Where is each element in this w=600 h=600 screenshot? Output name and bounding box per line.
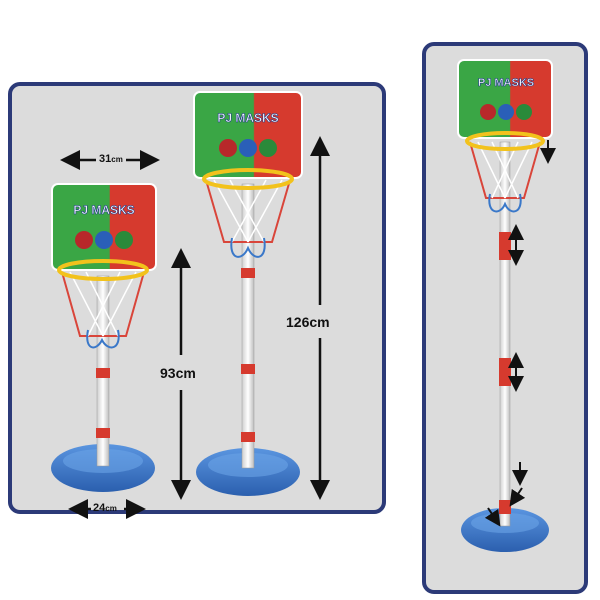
extended-hoop-backboard [457, 59, 553, 139]
height-max-label: 126cm [286, 314, 330, 330]
small-hoop-rim [57, 259, 149, 281]
height-min-label: 93cm [160, 365, 196, 381]
small-hoop-logo: PJ MASKS [73, 203, 134, 217]
small-hoop-backboard [51, 183, 157, 271]
width-base-label: 24cm [93, 502, 117, 514]
tall-hoop-logo: PJ MASKS [217, 111, 278, 125]
extended-hoop-logo: PJ MASKS [478, 77, 534, 89]
extended-hoop-rim [465, 131, 545, 151]
tall-hoop-backboard [193, 91, 303, 179]
width-top-label: 31cm [99, 153, 123, 165]
small-hoop: PJ MASKS [51, 183, 157, 492]
tall-hoop-pole [241, 183, 255, 469]
tall-hoop-rim [202, 168, 294, 190]
extended-hoop: PJ MASKS [457, 59, 553, 552]
tall-hoop: PJ MASKS [193, 91, 303, 496]
extended-hoop-pole [499, 141, 511, 527]
dimension-arrows [60, 136, 330, 519]
adjustment-arrows [484, 140, 556, 527]
